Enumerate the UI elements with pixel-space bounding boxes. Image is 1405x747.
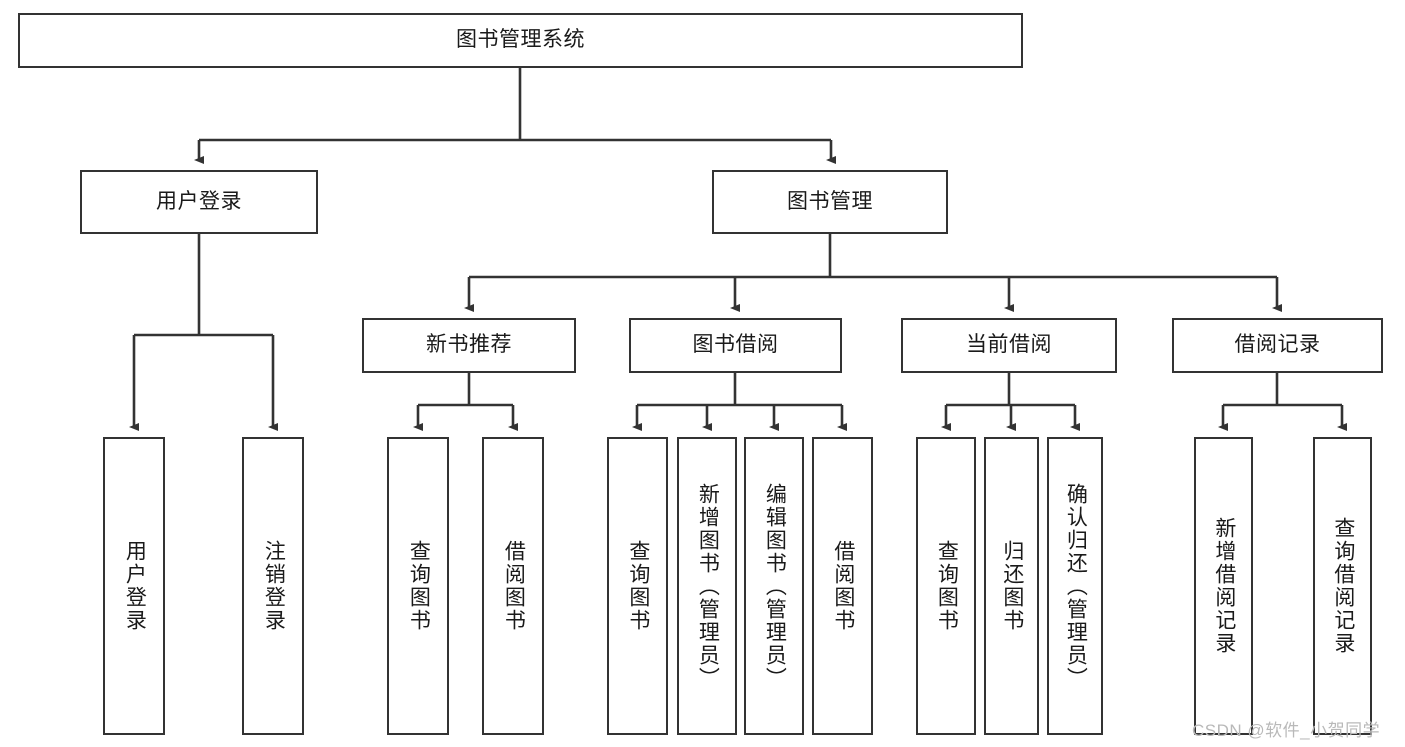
node-leaf-label: 用户登录 [123, 540, 147, 632]
node-leaf-label: 新增借阅记录 [1212, 517, 1236, 655]
node-leaf-label: 新增图书（管理员） [696, 482, 720, 690]
node-leaf-label: 编辑图书（管理员） [763, 482, 787, 690]
node-leaf-label: 确认归还（管理员） [1064, 482, 1088, 690]
node-book-borrow-label: 图书借阅 [692, 333, 779, 357]
node-leaf-add-borrow-record[interactable]: 新增借阅记录 [1194, 437, 1253, 735]
node-leaf-query-book-recommend[interactable]: 查询图书 [387, 437, 449, 735]
node-leaf-return-book[interactable]: 归还图书 [984, 437, 1039, 735]
node-new-book-recommend[interactable]: 新书推荐 [362, 318, 576, 373]
node-leaf-label: 借阅图书 [831, 540, 855, 632]
node-leaf-query-book-borrow[interactable]: 查询图书 [607, 437, 668, 735]
node-root[interactable]: 图书管理系统 [18, 13, 1023, 68]
node-leaf-label: 注销登录 [262, 540, 286, 632]
node-leaf-user-login[interactable]: 用户登录 [103, 437, 165, 735]
node-leaf-label: 查询图书 [935, 540, 959, 632]
node-user-login-label: 用户登录 [156, 189, 242, 213]
node-leaf-label: 查询借阅记录 [1331, 517, 1355, 655]
node-book-borrow[interactable]: 图书借阅 [629, 318, 842, 373]
node-book-management-label: 图书管理 [787, 189, 873, 213]
node-leaf-logout[interactable]: 注销登录 [242, 437, 304, 735]
node-borrow-record[interactable]: 借阅记录 [1172, 318, 1383, 373]
node-book-management[interactable]: 图书管理 [712, 170, 948, 234]
node-current-borrow[interactable]: 当前借阅 [901, 318, 1117, 373]
node-leaf-edit-book-admin[interactable]: 编辑图书（管理员） [744, 437, 804, 735]
node-leaf-query-book-current[interactable]: 查询图书 [916, 437, 976, 735]
node-leaf-confirm-return-admin[interactable]: 确认归还（管理员） [1047, 437, 1103, 735]
watermark: CSDN @软件_小贺同学 [1192, 721, 1381, 740]
node-leaf-label: 借阅图书 [502, 540, 526, 632]
node-leaf-add-book-admin[interactable]: 新增图书（管理员） [677, 437, 737, 735]
node-leaf-label: 查询图书 [626, 540, 650, 632]
node-root-label: 图书管理系统 [456, 28, 585, 52]
node-borrow-record-label: 借阅记录 [1234, 333, 1321, 357]
node-user-login[interactable]: 用户登录 [80, 170, 318, 234]
node-leaf-query-borrow-record[interactable]: 查询借阅记录 [1313, 437, 1372, 735]
node-leaf-borrow-book[interactable]: 借阅图书 [812, 437, 873, 735]
node-leaf-label: 归还图书 [1000, 540, 1024, 632]
node-leaf-borrow-book-recommend[interactable]: 借阅图书 [482, 437, 544, 735]
node-current-borrow-label: 当前借阅 [966, 333, 1052, 357]
node-leaf-label: 查询图书 [407, 540, 431, 632]
node-new-book-recommend-label: 新书推荐 [426, 333, 512, 357]
